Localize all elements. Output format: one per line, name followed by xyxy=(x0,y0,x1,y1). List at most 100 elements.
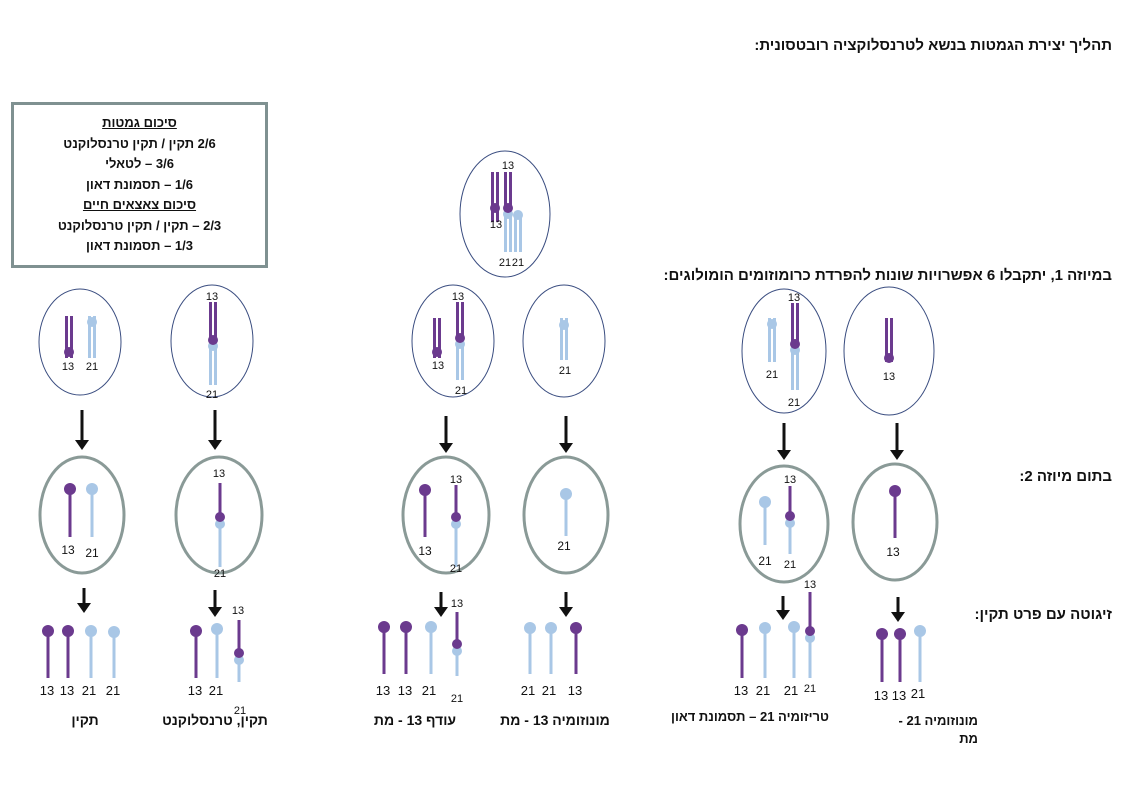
centromere xyxy=(545,622,557,634)
centromere xyxy=(451,519,461,529)
centromere xyxy=(759,622,771,634)
offspring-summary-title: סיכום צאצאים חיים xyxy=(82,197,197,212)
label-13: 13 xyxy=(502,160,514,172)
arrow-head xyxy=(559,443,573,453)
centromere xyxy=(513,210,523,220)
label-13: 13 xyxy=(40,683,54,698)
label-21: 21 xyxy=(451,693,463,705)
arrow-head xyxy=(439,443,453,453)
centromere xyxy=(570,622,582,634)
centromere xyxy=(208,335,218,345)
centromere xyxy=(524,622,536,634)
centromere xyxy=(452,639,462,649)
centromere xyxy=(894,628,906,640)
label-13: 13 xyxy=(886,545,900,559)
label-21: 21 xyxy=(106,683,120,698)
arrow-head xyxy=(434,607,448,617)
label-21: 21 xyxy=(455,385,467,397)
outcome-caption-trisomy-21: טריזומיה 21 – תסמונת דאון xyxy=(671,709,829,724)
offspring-summary-line: 2/3 – תקין / תקין טרנסלוקנט xyxy=(57,217,222,233)
centromere xyxy=(560,488,572,500)
label-13: 13 xyxy=(451,598,463,610)
centromere xyxy=(64,483,76,495)
cell-ellipse xyxy=(738,464,830,584)
centromere xyxy=(211,623,223,635)
centromere xyxy=(234,655,244,665)
label-21: 21 xyxy=(557,539,571,553)
centromere xyxy=(455,333,465,343)
label-21: 21 xyxy=(206,389,218,401)
centromere xyxy=(215,519,225,529)
centromere xyxy=(785,511,795,521)
label-13: 13 xyxy=(188,683,202,698)
cell-ellipse xyxy=(38,288,122,396)
label-21: 21 xyxy=(85,546,99,560)
centromere xyxy=(884,353,894,363)
cell-ellipse xyxy=(741,288,827,414)
label-13: 13 xyxy=(883,371,895,383)
arrow-head xyxy=(776,610,790,620)
gametes-summary-line: 1/6 – תסמונת דאון xyxy=(85,176,193,192)
centromere xyxy=(759,496,771,508)
label-21: 21 xyxy=(766,369,778,381)
cell-ellipse xyxy=(174,455,264,575)
centromere xyxy=(42,625,54,637)
centromere xyxy=(889,485,901,497)
centromere xyxy=(503,203,513,213)
centromere xyxy=(736,624,748,636)
cell-ellipse xyxy=(401,455,491,575)
outcome-caption-monosomy-21: מונוזומיה 21 - מת xyxy=(898,713,978,746)
outcome-caption-excess-13: עודף 13 - מת xyxy=(373,712,457,728)
centromere xyxy=(64,347,74,357)
centromere xyxy=(790,339,800,349)
outcome-caption-translocant: תקין, טרנסלוקנט xyxy=(162,712,268,728)
centromere xyxy=(452,646,462,656)
label-21: 21 xyxy=(911,686,925,701)
cell-ellipse xyxy=(459,150,551,278)
meiosis1-label: במיוזה 1, יתקבלו 6 אפשרויות שונות להפרדת… xyxy=(663,267,1112,284)
label-21: 21 xyxy=(512,257,524,269)
label-21: 21 xyxy=(784,683,798,698)
centromere xyxy=(914,625,926,637)
label-21: 21 xyxy=(422,683,436,698)
arrow-head xyxy=(891,612,905,622)
label-21: 21 xyxy=(784,559,796,571)
label-21: 21 xyxy=(804,683,816,695)
label-13: 13 xyxy=(804,579,816,591)
centromere xyxy=(234,648,244,658)
arrow-head xyxy=(208,607,222,617)
centromere xyxy=(767,319,777,329)
label-13: 13 xyxy=(213,468,225,480)
centromere xyxy=(400,621,412,633)
centromere xyxy=(425,621,437,633)
label-21: 21 xyxy=(86,361,98,373)
label-21: 21 xyxy=(214,568,226,580)
label-13: 13 xyxy=(61,543,75,557)
label-21: 21 xyxy=(499,257,511,269)
label-13: 13 xyxy=(450,474,462,486)
centromere xyxy=(559,320,569,330)
centromere xyxy=(419,484,431,496)
label-13: 13 xyxy=(568,683,582,698)
label-13: 13 xyxy=(206,291,218,303)
label-13: 13 xyxy=(490,219,502,231)
label-21: 21 xyxy=(559,365,571,377)
summary-box: סיכום גמטות 2/6 תקין / תקין טרנסלוקנט 3/… xyxy=(11,102,268,268)
label-13: 13 xyxy=(376,683,390,698)
centromere xyxy=(805,626,815,636)
gametes-summary-title: סיכום גמטות xyxy=(102,115,177,130)
label-13: 13 xyxy=(788,292,800,304)
centromere xyxy=(190,625,202,637)
arrow-head xyxy=(890,450,904,460)
centromere xyxy=(62,625,74,637)
label-13: 13 xyxy=(452,291,464,303)
cell-ellipse xyxy=(170,284,254,398)
arrow-head xyxy=(208,440,222,450)
centromere xyxy=(876,628,888,640)
label-21: 21 xyxy=(788,397,800,409)
centromere xyxy=(108,626,120,638)
zygote-label: זיגוטה עם פרט תקין: xyxy=(974,606,1112,623)
centromere xyxy=(490,203,500,213)
diagram-title: תהליך יצירת הגמטות בנשא לטרנסלוקציה רובט… xyxy=(754,37,1112,54)
